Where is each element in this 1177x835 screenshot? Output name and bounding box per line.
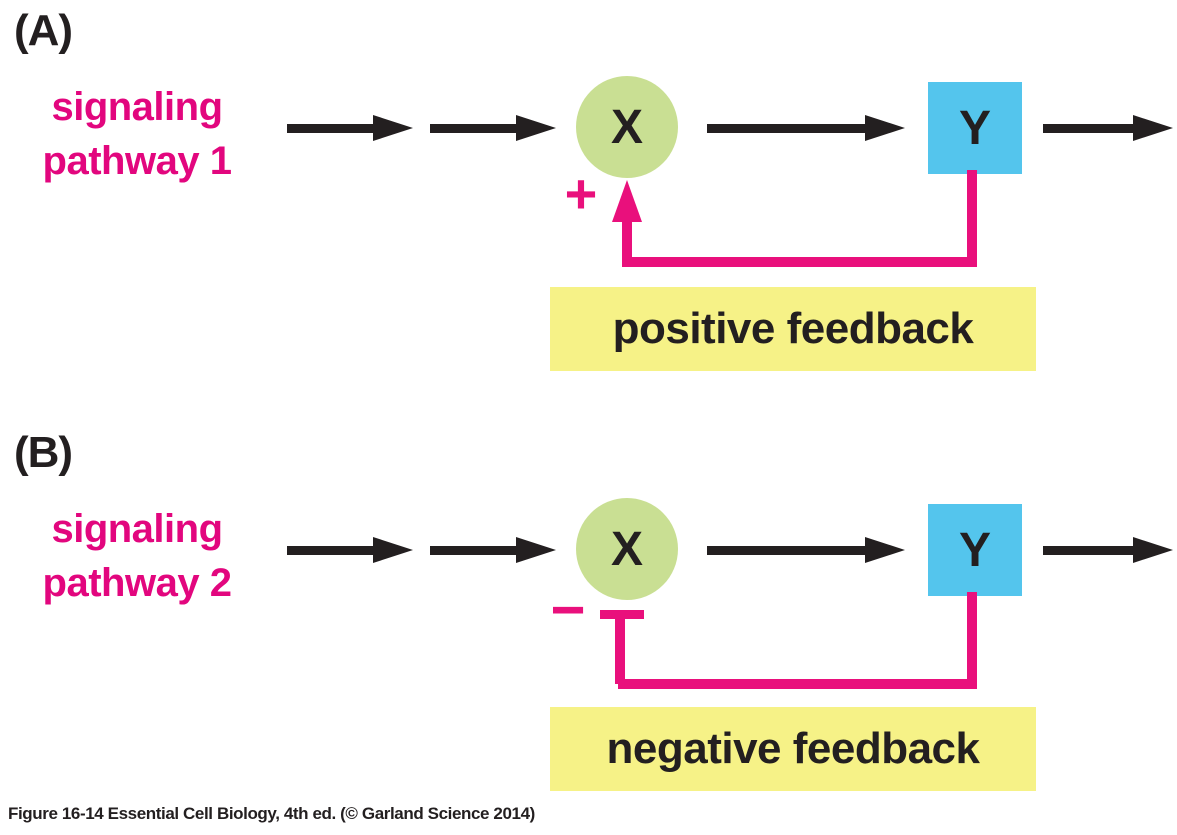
arrow-shaft (287, 545, 373, 555)
feedback-line-vertical-from-y (967, 170, 977, 267)
plus-sign: + (564, 162, 598, 225)
arrow-shaft (1043, 123, 1133, 133)
panel-b-negative-feedback: (B) signaling pathway 2 X Y − negative f… (0, 422, 1177, 834)
arrow-head (516, 115, 556, 141)
node-x-label: X (610, 100, 643, 154)
arrow-head (865, 115, 905, 141)
arrow-right-icon (430, 537, 556, 563)
inhibition-tbar-icon (600, 610, 644, 619)
arrow-head (516, 537, 556, 563)
minus-sign: − (550, 576, 586, 643)
panel-b-label: (B) (14, 428, 73, 477)
panel-a-positive-feedback: (A) signaling pathway 1 X Y + positive f… (0, 0, 1177, 412)
arrow-right-icon (287, 537, 413, 563)
figure-caption: Figure 16-14 Essential Cell Biology, 4th… (8, 804, 535, 823)
node-y-square: Y (928, 82, 1022, 174)
feedback-line-horizontal (618, 679, 977, 689)
feedback-arrowhead-up-icon (612, 180, 642, 222)
arrow-shaft (707, 123, 865, 133)
node-y-label: Y (958, 523, 991, 577)
positive-feedback-label: positive feedback (550, 287, 1036, 371)
node-y-label: Y (958, 101, 991, 155)
arrow-head (373, 537, 413, 563)
feedback-line-vertical-from-y (967, 592, 977, 689)
arrow-right-icon (430, 115, 556, 141)
node-x-circle: X (576, 76, 678, 178)
arrow-head (373, 115, 413, 141)
arrow-shaft (287, 123, 373, 133)
pathway-2-label-line2: pathway 2 (42, 561, 232, 605)
node-y-square: Y (928, 504, 1022, 596)
pathway-1-label-line2: pathway 1 (42, 139, 232, 183)
feedback-line-vertical-to-x (622, 218, 632, 263)
arrow-right-icon (1043, 537, 1173, 563)
arrow-head (865, 537, 905, 563)
pathway-2-label: signaling pathway 2 (12, 502, 262, 610)
arrow-shaft (1043, 545, 1133, 555)
arrow-right-icon (1043, 115, 1173, 141)
pathway-1-label-line1: signaling (51, 85, 223, 129)
node-x-label: X (610, 522, 643, 576)
arrow-shaft (707, 545, 865, 555)
arrow-right-icon (287, 115, 413, 141)
arrow-head (1133, 115, 1173, 141)
feedback-line-vertical-to-x (615, 614, 625, 684)
pathway-1-label: signaling pathway 1 (12, 80, 262, 188)
arrow-head (1133, 537, 1173, 563)
arrow-shaft (430, 545, 516, 555)
pathway-2-label-line1: signaling (51, 507, 223, 551)
arrow-right-icon (707, 115, 905, 141)
panel-a-label: (A) (14, 6, 73, 55)
negative-feedback-label: negative feedback (550, 707, 1036, 791)
arrow-shaft (430, 123, 516, 133)
node-x-circle: X (576, 498, 678, 600)
arrow-right-icon (707, 537, 905, 563)
feedback-line-horizontal (622, 257, 977, 267)
